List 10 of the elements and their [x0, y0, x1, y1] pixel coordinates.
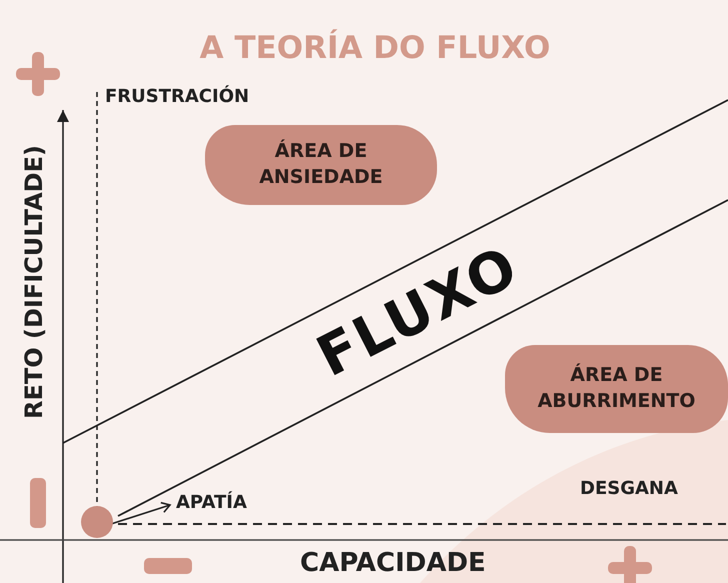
- x-axis-label: CAPACIDADE: [300, 548, 486, 578]
- title: A TEORÍA DO FLUXO: [198, 30, 552, 66]
- y-axis-label: RETO (DIFICULTADE): [20, 145, 48, 419]
- anxiety-area-blob: ÁREA DE ANSIEDADE: [205, 125, 437, 205]
- frustration-label: FRUSTRACIÓN: [105, 86, 250, 107]
- arrow: [110, 502, 171, 525]
- reluctance-label: DESGANA: [580, 478, 678, 499]
- origin-circle: [81, 506, 113, 538]
- apathy-label: APATÍA: [176, 492, 247, 513]
- boredom-area-blob: ÁREA DE ABURRIMENTO: [505, 345, 728, 433]
